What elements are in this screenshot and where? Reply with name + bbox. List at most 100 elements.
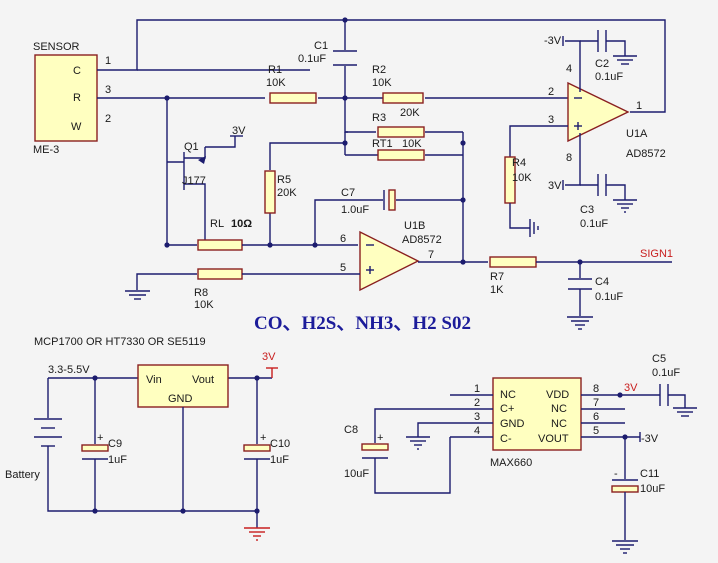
max660-part: MAX660 (490, 457, 532, 469)
c9-name: C9 (108, 438, 122, 450)
c10-value: 1uF (270, 454, 289, 466)
charge-pump-section: NC C+ GND C- VDD NC NC VOUT MAX660 1 2 3… (344, 353, 697, 554)
resistor-r8: R8 10K (125, 268, 360, 311)
r3-name: R3 (372, 112, 386, 124)
c11-name: C11 (640, 468, 659, 480)
sensor-pin-c-label: C (73, 65, 81, 77)
opamp-u1a: 2 3 1 U1A AD8572 4 8 -3V 3V (509, 35, 666, 192)
u1b-pin-7: 7 (428, 249, 434, 261)
resistor-rl: RL 10Ω (167, 218, 358, 251)
c7-name: C7 (341, 187, 355, 199)
u1a-pin-8: 8 (566, 152, 572, 164)
max660-pin-5: 5 (593, 425, 599, 437)
r7-name: R7 (490, 271, 504, 283)
output-filter: R7 1K C4 0.1uF SIGN1 (489, 248, 673, 330)
max660-pin-1: 1 (474, 383, 480, 395)
max660-gnd: GND (500, 418, 525, 430)
regulator-gnd: GND (168, 393, 193, 405)
u1a-pin-3: 3 (548, 114, 554, 126)
r8-value: 10K (194, 299, 214, 311)
rl-value: 10Ω (231, 218, 252, 230)
sensor-title: SENSOR (33, 41, 80, 53)
c9-polarity: + (97, 432, 103, 444)
max660-pin-7: 7 (593, 397, 599, 409)
c3-value: 0.1uF (580, 218, 608, 230)
r8-name: R8 (194, 287, 208, 299)
sensor-body (34, 54, 98, 142)
u1a-pin-4: 4 (566, 63, 572, 75)
capacitor-c2: C2 0.1uF (595, 30, 637, 83)
max660-pin-2: 2 (474, 397, 480, 409)
r5-value: 20K (277, 187, 297, 199)
u1a-pin-2: 2 (548, 86, 554, 98)
r2-name: R2 (372, 64, 386, 76)
u1a-pin-1: 1 (636, 100, 642, 112)
c8-name: C8 (344, 424, 358, 436)
rt1-name: RT1 (372, 138, 393, 150)
sensor-pin-3: 3 (105, 84, 111, 96)
regulator-section: MCP1700 OR HT7330 OR SE5119 3.3-5.5V 3V … (5, 336, 290, 541)
c5-value: 0.1uF (652, 367, 680, 379)
c10-name: C10 (270, 438, 290, 450)
c2-value: 0.1uF (595, 71, 623, 83)
c8-polarity: + (377, 432, 383, 444)
regulator-output-net: 3V (262, 351, 276, 363)
r4-name: R4 (512, 157, 526, 169)
rt1-value: 10K (402, 138, 422, 150)
c10-polarity: + (260, 432, 266, 444)
c1-name: C1 (314, 40, 328, 52)
u1b-name: U1B (404, 220, 425, 232)
resistor-r1: R1 10K (266, 64, 317, 104)
regulator-options: MCP1700 OR HT7330 OR SE5119 (34, 336, 206, 348)
r3-value: 20K (400, 107, 420, 119)
r1-value: 10K (266, 77, 286, 89)
c4-name: C4 (595, 276, 609, 288)
u1a-name: U1A (626, 128, 648, 140)
r7-value: 1K (490, 284, 504, 296)
rl-name: RL (210, 218, 224, 230)
max660-pin-8: 8 (593, 383, 599, 395)
max660-vout: VOUT (538, 433, 569, 445)
sensor-pin-2: 2 (105, 113, 111, 125)
capacitor-c3: C3 0.1uF (580, 174, 637, 230)
max660-vdd-net: 3V (624, 382, 638, 394)
resistor-r4: R4 10K (504, 156, 539, 237)
resistor-r2: R2 10K (372, 64, 424, 104)
max660-vdd: VDD (546, 389, 569, 401)
c3-name: C3 (580, 204, 594, 216)
q1-name: Q1 (184, 141, 199, 153)
c1-value: 0.1uF (298, 53, 326, 65)
battery-label: Battery (5, 469, 40, 481)
c5-name: C5 (652, 353, 666, 365)
max660-nc1: NC (500, 389, 516, 401)
max660-cminus: C- (500, 433, 512, 445)
u1b-pin-5: 5 (340, 262, 346, 274)
max660-pin-4: 4 (474, 425, 480, 437)
sensor-model: ME-3 (33, 144, 59, 156)
max660-ic (492, 377, 582, 451)
capacitor-c7: C7 1.0uF (314, 187, 463, 245)
c11-polarity: - (614, 468, 618, 480)
u1b-part: AD8572 (402, 234, 442, 246)
u1a-neg-supply: -3V (544, 35, 562, 47)
capacitor-c1: C1 0.1uF (298, 40, 357, 66)
u1a-pos-supply: 3V (548, 180, 562, 192)
c8-value: 10uF (344, 468, 369, 480)
c9-value: 1uF (108, 454, 127, 466)
resistor-r3: R3 20K (372, 107, 425, 138)
opamp-u1b: 6 5 7 U1B AD8572 (340, 220, 488, 292)
regulator-vin: Vin (146, 374, 162, 386)
sensor-me3: SENSOR C R W ME-3 1 3 2 (33, 41, 111, 156)
resistor-rt1: RT1 10K (372, 138, 425, 161)
c2-name: C2 (595, 58, 609, 70)
q1-part: J177 (182, 175, 206, 187)
r5-name: R5 (277, 174, 291, 186)
sensor-pin-w-label: W (71, 121, 82, 133)
resistor-r5: R5 20K (264, 170, 297, 214)
c7-value: 1.0uF (341, 204, 369, 216)
q1-supply-label: 3V (232, 125, 246, 137)
regulator-vout: Vout (192, 374, 214, 386)
c4-value: 0.1uF (595, 291, 623, 303)
